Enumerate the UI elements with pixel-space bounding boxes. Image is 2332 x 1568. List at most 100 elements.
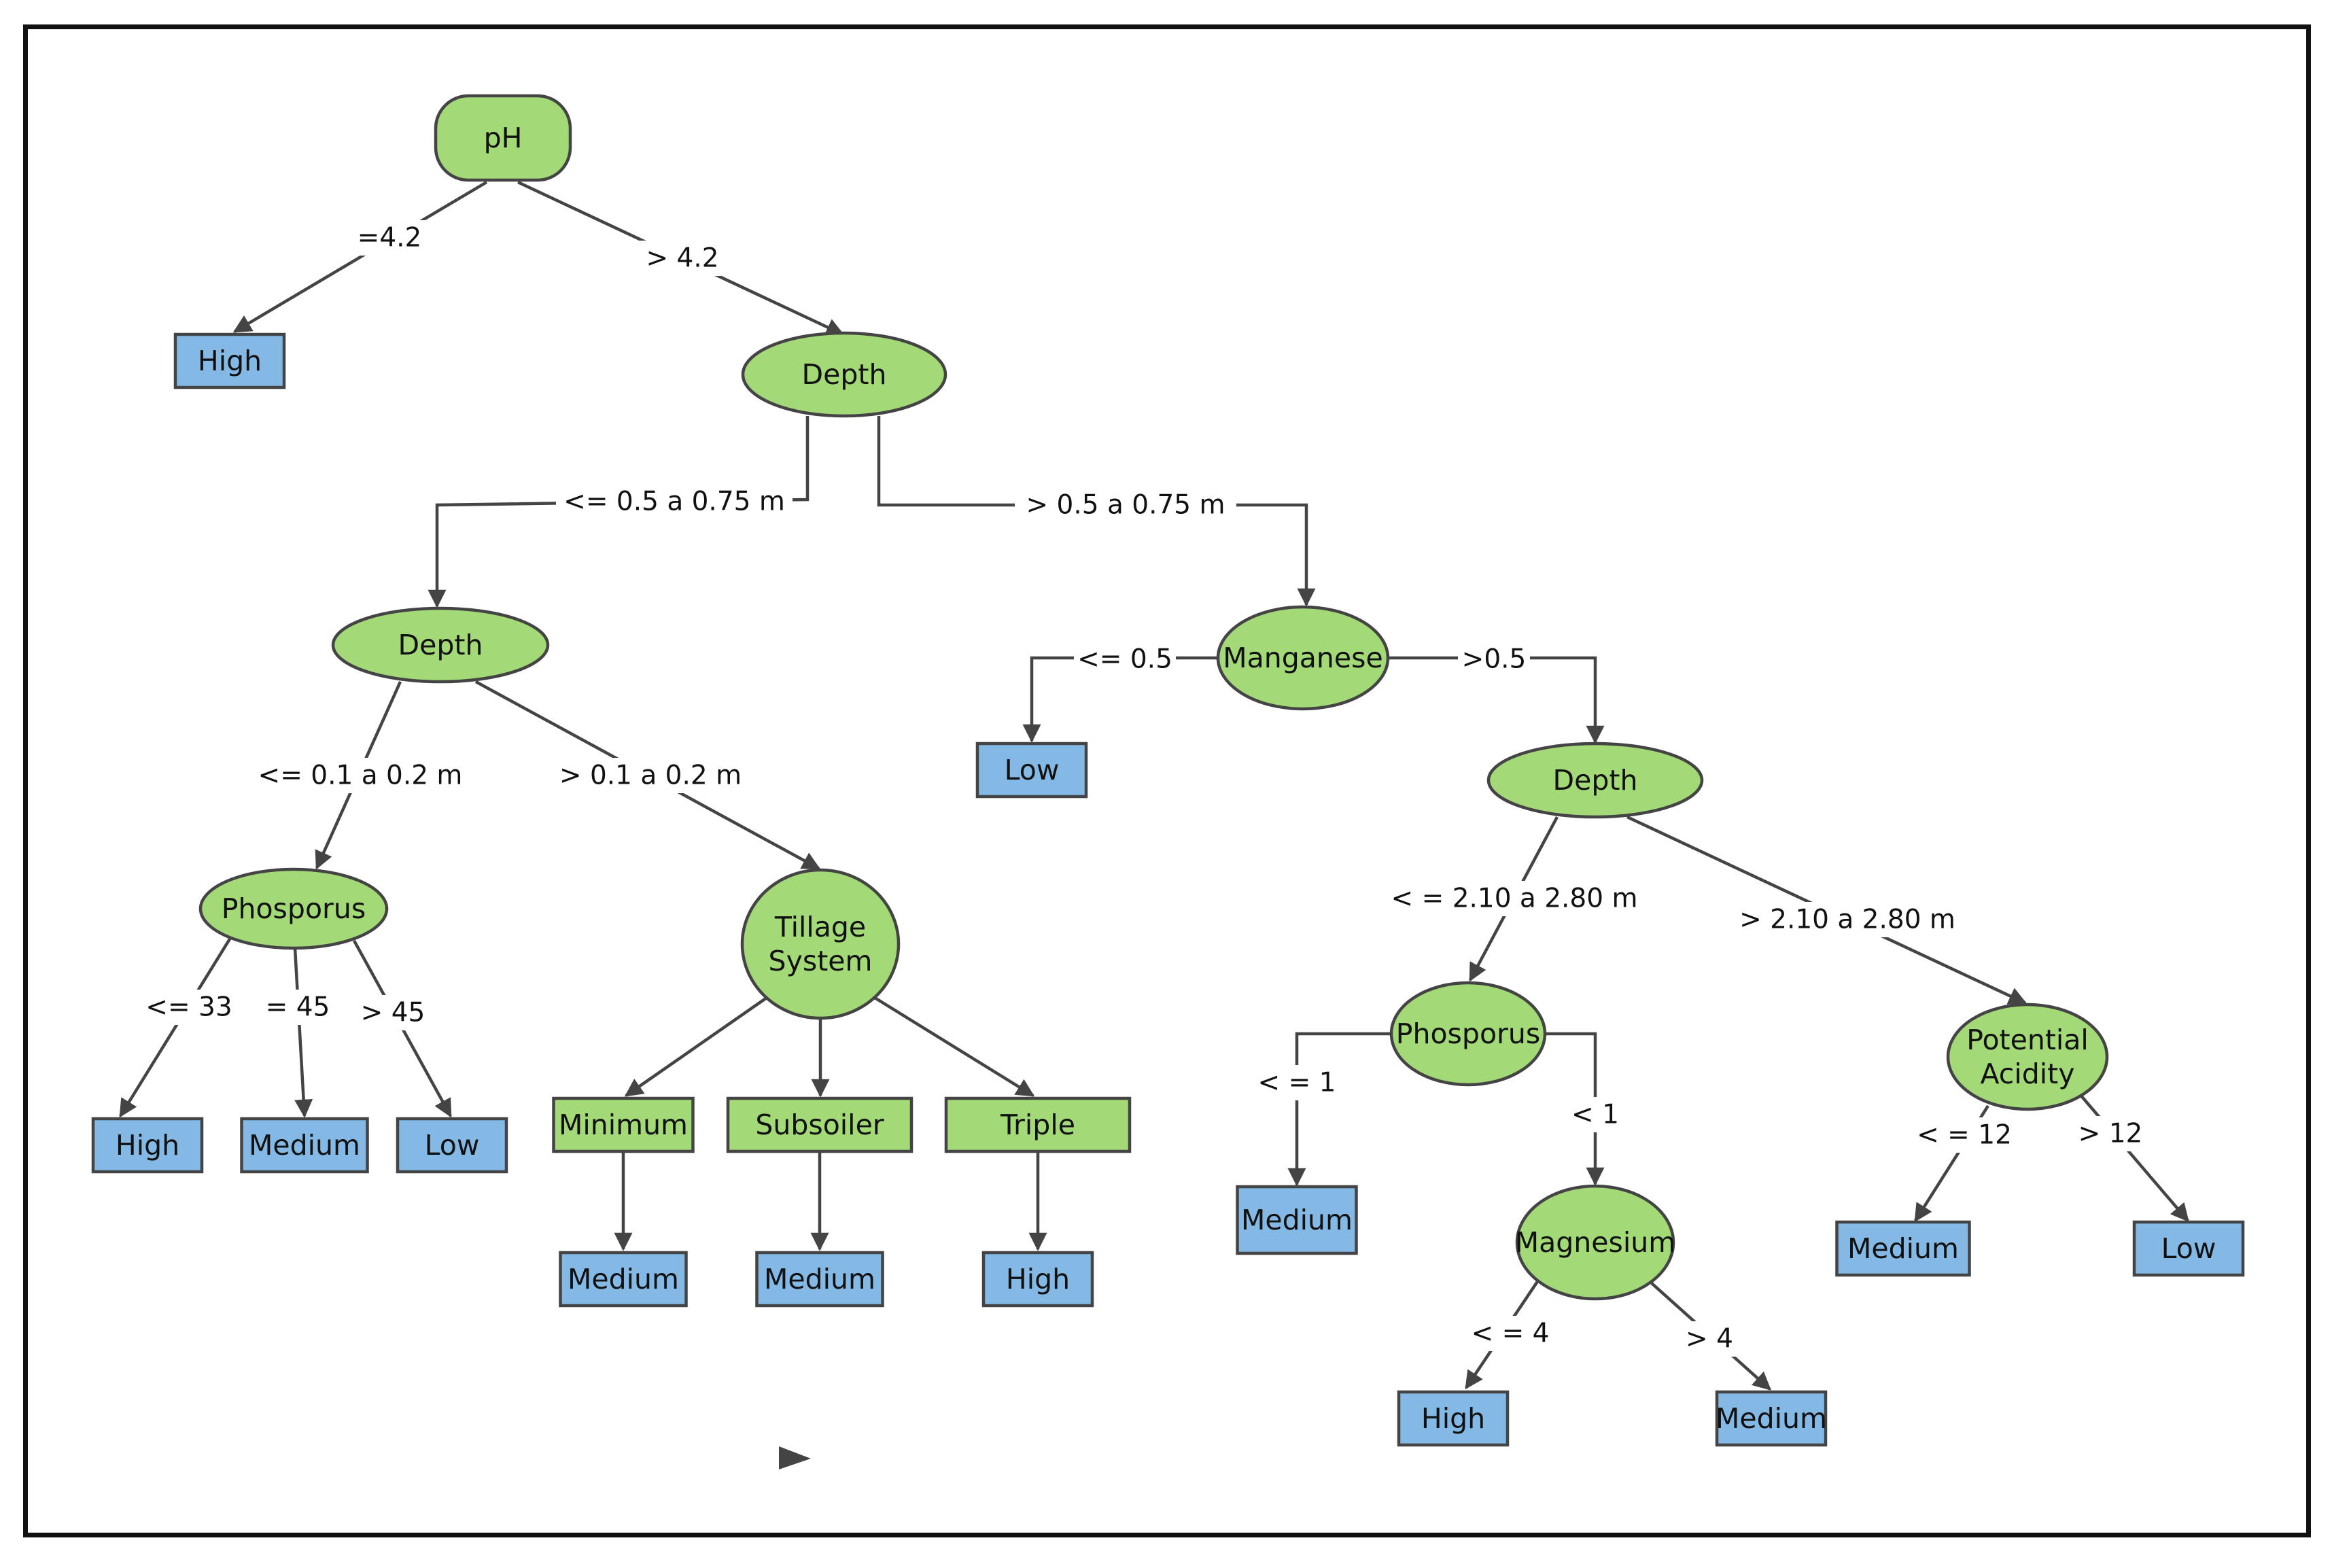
edge-phos2-med — [1287, 1032, 1391, 1187]
node-label: Medium — [764, 1263, 875, 1295]
node-phos2: Phosporus — [1389, 981, 1547, 1087]
node-label: Triple — [1000, 1109, 1075, 1141]
edge-label-depth1-depth2: <= 0.5 a 0.75 m — [556, 484, 793, 519]
edge-label-phos1-low: > 45 — [357, 995, 429, 1030]
svg-text:=4.2: =4.2 — [358, 223, 422, 254]
node-shape — [944, 1096, 1132, 1153]
edge-label-mg-high: < = 4 — [1467, 1316, 1554, 1351]
node-shape — [755, 1251, 884, 1308]
edge-label-phos1-high: <= 33 — [145, 990, 232, 1025]
svg-text:> 45: > 45 — [361, 998, 425, 1028]
edge-label-mn-depth3: >0.5 — [1458, 642, 1530, 677]
node-manganese: Manganese — [1216, 605, 1390, 711]
svg-text:< 1: < 1 — [1571, 1100, 1619, 1130]
edge-label-phos2-mg: < 1 — [1567, 1097, 1624, 1132]
svg-text:<= 33: <= 33 — [145, 992, 232, 1023]
node-medium-mg: Medium — [1715, 1390, 1828, 1447]
node-label: Low — [425, 1129, 480, 1162]
node-medium-p2: Medium — [1236, 1185, 1358, 1255]
svg-text:<= 0.5 a 0.75 m: <= 0.5 a 0.75 m — [563, 487, 785, 517]
node-label: Medium — [1716, 1402, 1827, 1435]
node-subsoiler: Subsoiler — [726, 1096, 913, 1153]
node-label: High — [116, 1129, 179, 1162]
svg-text:> 4: > 4 — [1686, 1324, 1733, 1355]
node-shape — [1835, 1220, 1971, 1277]
edge-label-pa-low: > 12 — [2074, 1116, 2146, 1151]
node-shape — [396, 1117, 508, 1174]
node-depth1: Depth — [741, 331, 947, 418]
node-shape — [173, 332, 286, 389]
node-label: Depth — [398, 629, 483, 661]
edge-label-mg-med: > 4 — [1681, 1321, 1738, 1357]
node-shape — [1216, 605, 1390, 711]
node-label: Manganese — [1223, 642, 1382, 674]
edge-labels-layer: =4.2 > 4.2 <= 0.5 a 0.75 m > 0.5 a 0.75 m <=… — [145, 220, 2146, 1357]
node-shape — [1389, 981, 1547, 1087]
node-label: Subsoiler — [755, 1109, 884, 1141]
node-label: Depth — [1553, 764, 1638, 797]
edge-ph-high — [232, 181, 488, 333]
svg-text:> 4.2: > 4.2 — [646, 243, 718, 274]
node-triple: Triple — [944, 1096, 1132, 1153]
node-shape — [1515, 1184, 1675, 1301]
node-medium-pa: Medium — [1835, 1220, 1971, 1277]
node-medium-min: Medium — [559, 1251, 688, 1308]
svg-text:< = 2.10 a 2.80 m: < = 2.10 a 2.80 m — [1391, 884, 1638, 914]
edge-label-ph-high: =4.2 — [353, 220, 425, 256]
edge-phos1-high — [119, 937, 232, 1118]
node-phos1: Phosporus — [198, 867, 389, 950]
node-shape — [434, 94, 572, 182]
node-low-p1: Low — [396, 1117, 508, 1174]
node-shape — [91, 1117, 204, 1174]
edge-label-phos1-med: = 45 — [262, 990, 334, 1025]
node-depth3: Depth — [1486, 742, 1704, 819]
node-shape — [198, 867, 389, 950]
svg-text:> 2.10 a 2.80 m: > 2.10 a 2.80 m — [1739, 905, 1955, 935]
node-label: Depth — [802, 358, 887, 391]
node-label: Medium — [568, 1263, 679, 1295]
svg-text:>0.5: >0.5 — [1462, 644, 1527, 675]
edge-phos2-mg — [1545, 1032, 1605, 1186]
node-medium-p1: Medium — [240, 1117, 369, 1174]
svg-text:< = 4: < = 4 — [1472, 1319, 1550, 1349]
edge-mn-depth3 — [1388, 656, 1605, 744]
edge-label-depth1-mn: > 0.5 a 0.75 m — [1015, 487, 1236, 523]
svg-text:> 0.1 a 0.2 m: > 0.1 a 0.2 m — [559, 761, 742, 791]
node-shape — [1397, 1390, 1510, 1447]
node-shape — [552, 1096, 695, 1153]
node-shape — [1715, 1390, 1828, 1447]
edge-label-depth2-till: > 0.1 a 0.2 m — [547, 758, 754, 793]
node-shape — [740, 868, 901, 1020]
edge-pa-low — [2078, 1093, 2189, 1223]
node-shape — [1236, 1185, 1358, 1255]
node-shape — [559, 1251, 688, 1308]
node-high-tri: High — [981, 1251, 1094, 1308]
edge-till-min — [624, 996, 768, 1097]
node-shape — [1486, 742, 1704, 819]
edge-label-pa-med: < = 12 — [1913, 1117, 2015, 1153]
node-shape — [331, 606, 550, 684]
edge-label-phos2-med: < = 1 — [1253, 1065, 1340, 1100]
node-label: Magnesium — [1515, 1226, 1675, 1259]
edge-label-ph-depth: > 4.2 — [639, 241, 726, 276]
node-label: High — [1421, 1402, 1485, 1435]
node-shape — [240, 1117, 369, 1174]
node-shape — [741, 331, 947, 418]
node-label: Medium — [249, 1129, 360, 1162]
node-medium-sub: Medium — [755, 1251, 884, 1308]
node-label: Low — [1005, 754, 1060, 786]
edge-label-mn-low: <= 0.5 — [1074, 642, 1176, 677]
node-minimum: Minimum — [552, 1096, 695, 1153]
node-shape — [981, 1251, 1094, 1308]
svg-text:< = 1: < = 1 — [1258, 1068, 1336, 1098]
node-high-p1: High — [91, 1117, 204, 1174]
node-label: Phosporus — [222, 892, 366, 925]
node-label: pH — [484, 122, 523, 154]
svg-text:> 0.5 a 0.75 m: > 0.5 a 0.75 m — [1026, 490, 1225, 521]
node-high-mg: High — [1397, 1390, 1510, 1447]
